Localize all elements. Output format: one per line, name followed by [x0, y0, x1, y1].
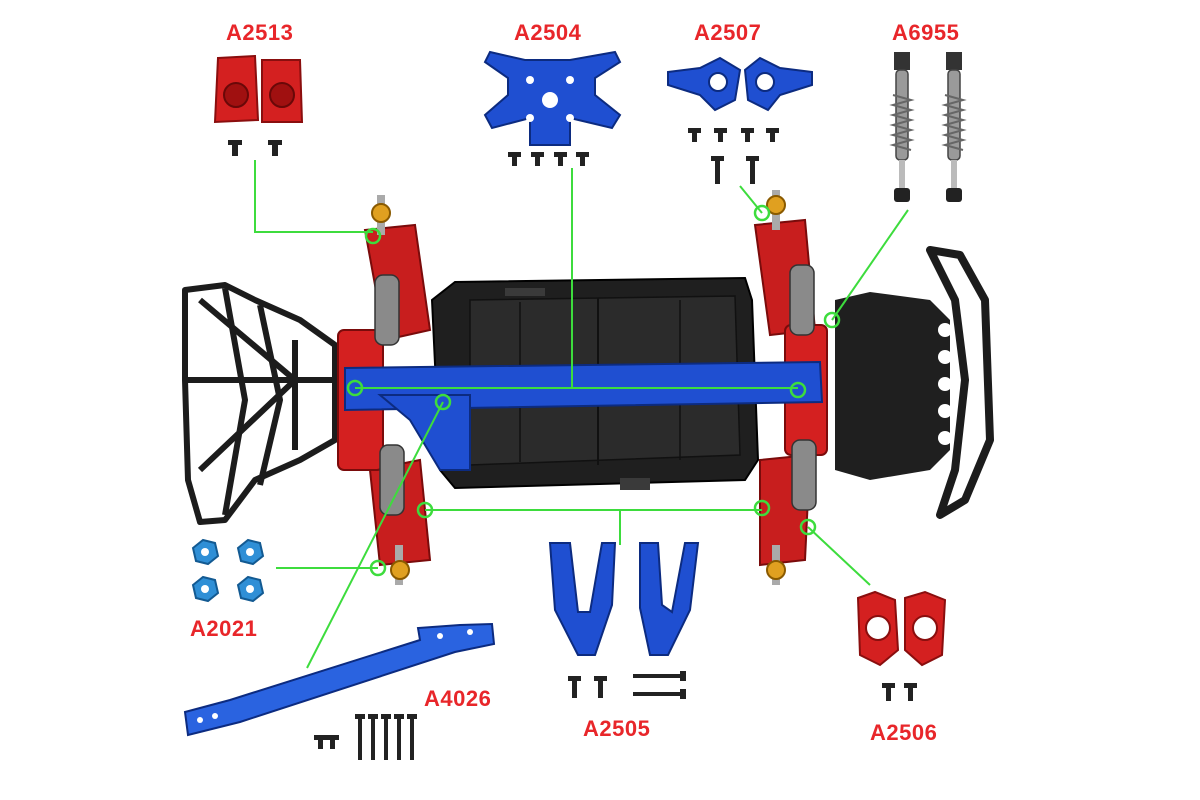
mounted-chassis-brace: [344, 360, 824, 471]
label-a2505: A2505: [583, 716, 651, 741]
callout-markers: [346, 204, 841, 577]
part-a2504-shock-tower: [483, 50, 622, 166]
callout-a2506: [807, 526, 871, 586]
rear-cage: [182, 282, 338, 525]
front-bumper: [835, 246, 994, 519]
label-a2506: A2506: [870, 720, 938, 745]
label-a2021: A2021: [190, 616, 258, 641]
callout-a2513: [254, 160, 373, 233]
part-a2507-steering-knuckles: [667, 56, 813, 184]
part-a2513-rear-hub-carriers: [213, 54, 304, 156]
rear-suspension: [337, 195, 432, 585]
part-a2505-suspension-arms: [548, 542, 700, 699]
label-a4026: A4026: [424, 686, 492, 711]
callout-lines: [254, 160, 909, 669]
label-a2504: A2504: [514, 20, 582, 45]
part-a2021-hex-hubs: [191, 538, 265, 603]
label-a6955: A6955: [892, 20, 960, 45]
callout-a2507: [739, 185, 763, 214]
part-a6955-shocks: [889, 52, 967, 202]
callout-a6955: [831, 209, 909, 321]
part-a2506-front-hub-carriers: [856, 590, 947, 701]
label-a2513: A2513: [226, 20, 294, 45]
label-a2507: A2507: [694, 20, 762, 45]
callout-a4026: [306, 401, 444, 669]
part-a4026-chassis-brace: [183, 622, 496, 760]
